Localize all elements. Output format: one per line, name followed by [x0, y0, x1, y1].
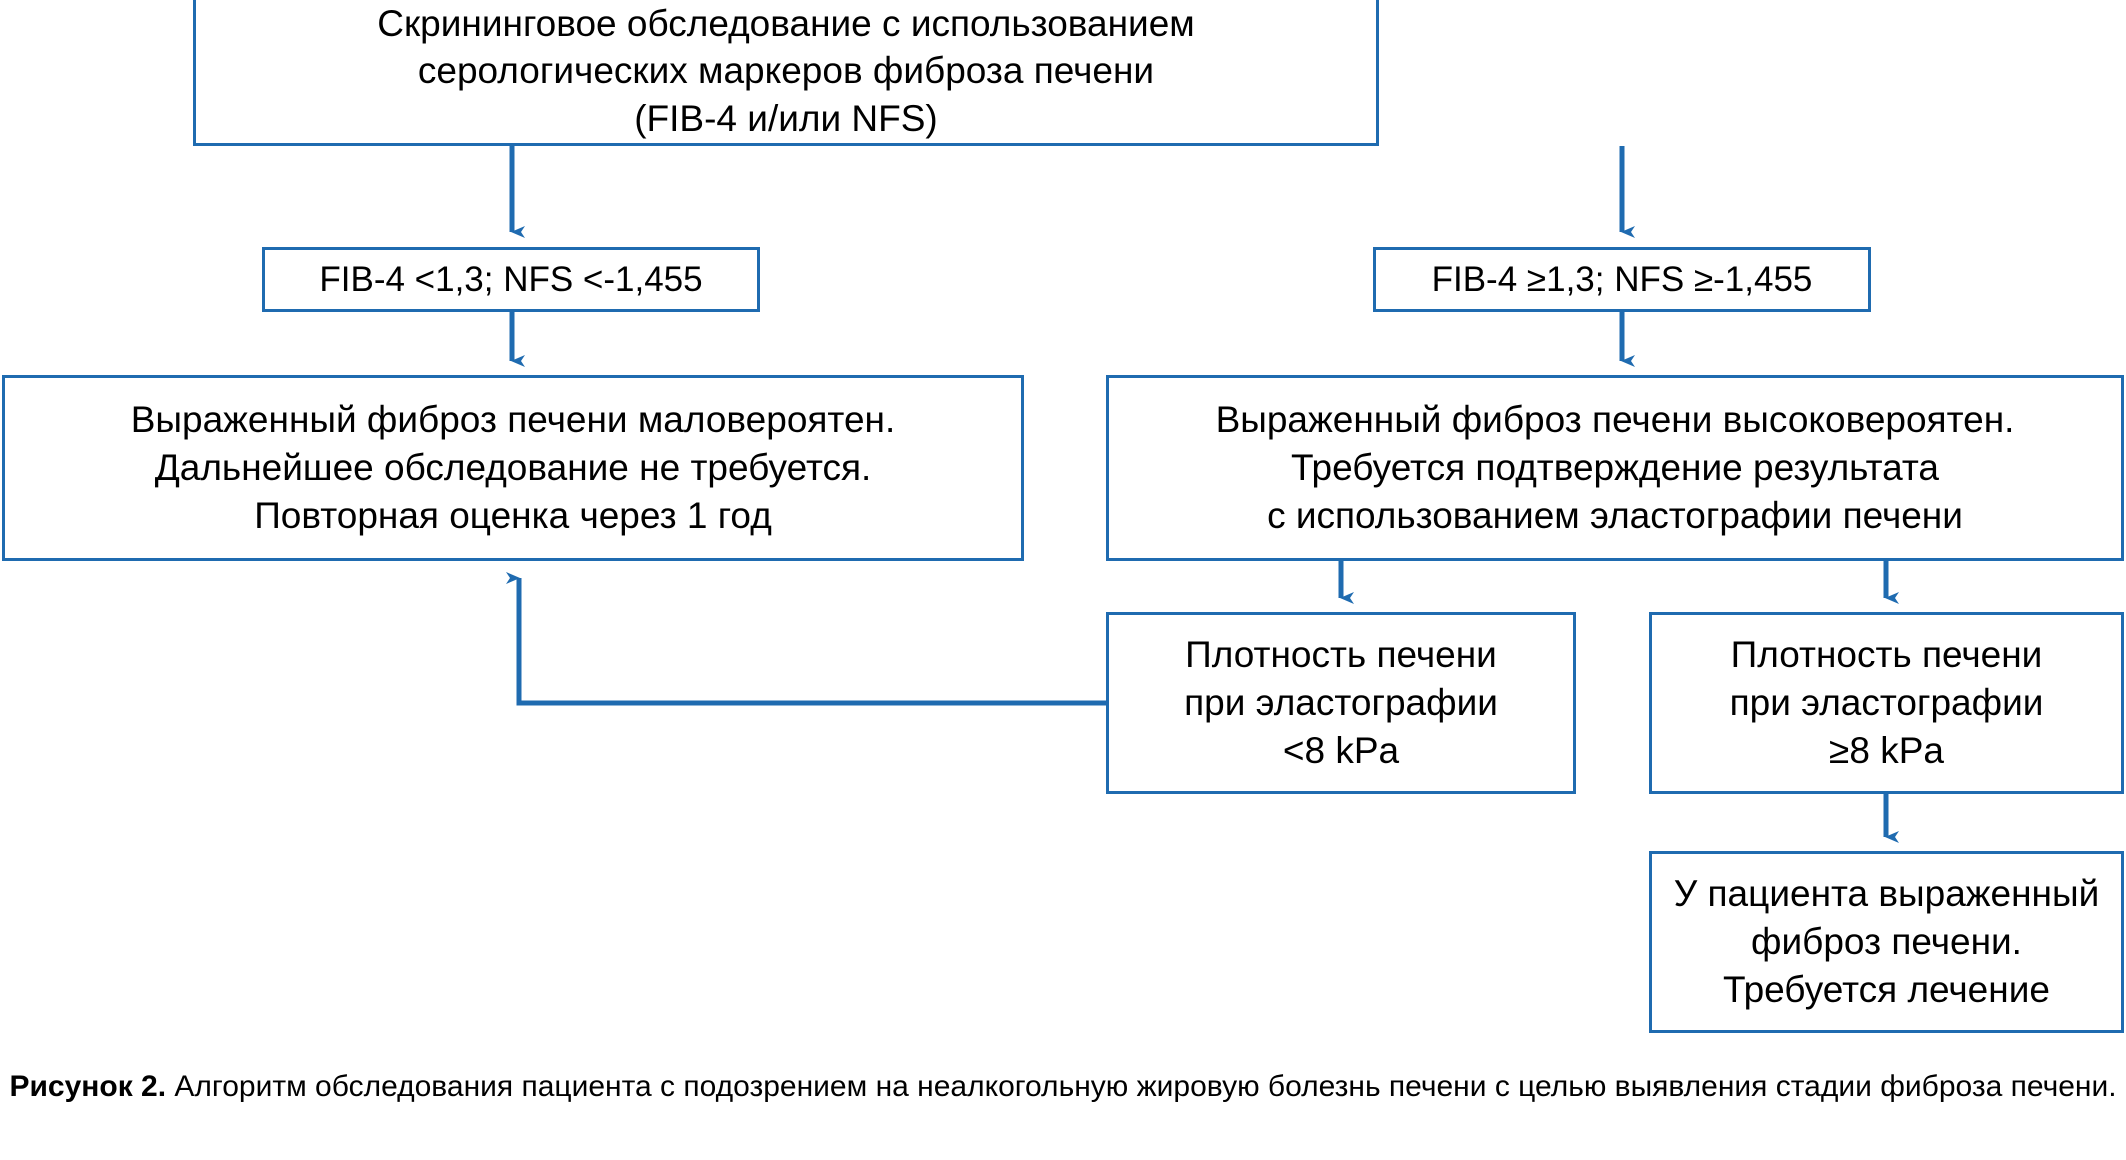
node-high-risk-criteria-label: FIB-4 ≥1,3; NFS ≥-1,455 — [1431, 259, 1813, 299]
node-low-risk-result: Выраженный фиброз печени маловероятен. Д… — [2, 375, 1024, 561]
node-liver-stiffness-low: Плотность печени при эластографии <8 kPa — [1106, 612, 1576, 794]
node-screening-examination: Скрининговое обследование с использовани… — [193, 0, 1379, 146]
node-high-risk-result-label: Выраженный фиброз печени высоковероятен.… — [1215, 398, 2015, 537]
node-high-risk-result: Выраженный фиброз печени высоковероятен.… — [1106, 375, 2124, 561]
node-high-risk-criteria: FIB-4 ≥1,3; NFS ≥-1,455 — [1373, 247, 1871, 312]
node-liver-stiffness-high: Плотность печени при эластографии ≥8 kPa — [1649, 612, 2124, 794]
node-low-risk-criteria-label: FIB-4 <1,3; NFS <-1,455 — [319, 259, 703, 299]
node-diagnosis-treatment-label: У пациента выраженный фиброз печени. Тре… — [1673, 872, 2100, 1011]
node-liver-stiffness-high-label: Плотность печени при эластографии ≥8 kPa — [1729, 633, 2044, 772]
node-diagnosis-treatment: У пациента выраженный фиброз печени. Тре… — [1649, 851, 2124, 1033]
node-low-risk-criteria: FIB-4 <1,3; NFS <-1,455 — [262, 247, 760, 312]
figure-caption-body: Алгоритм обследования пациента с подозре… — [166, 1070, 2117, 1103]
node-liver-stiffness-low-label: Плотность печени при эластографии <8 kPa — [1184, 633, 1498, 772]
node-low-risk-result-label: Выраженный фиброз печени маловероятен. Д… — [130, 398, 896, 537]
connector-stiffness-low-to-low-result-feedback — [506, 572, 1106, 706]
figure-caption: Рисунок 2. Алгоритм обследования пациент… — [4, 1066, 2122, 1109]
figure-caption-lead: Рисунок 2. — [9, 1070, 167, 1103]
node-screening-examination-label: Скрининговое обследование с использовани… — [377, 2, 1195, 139]
